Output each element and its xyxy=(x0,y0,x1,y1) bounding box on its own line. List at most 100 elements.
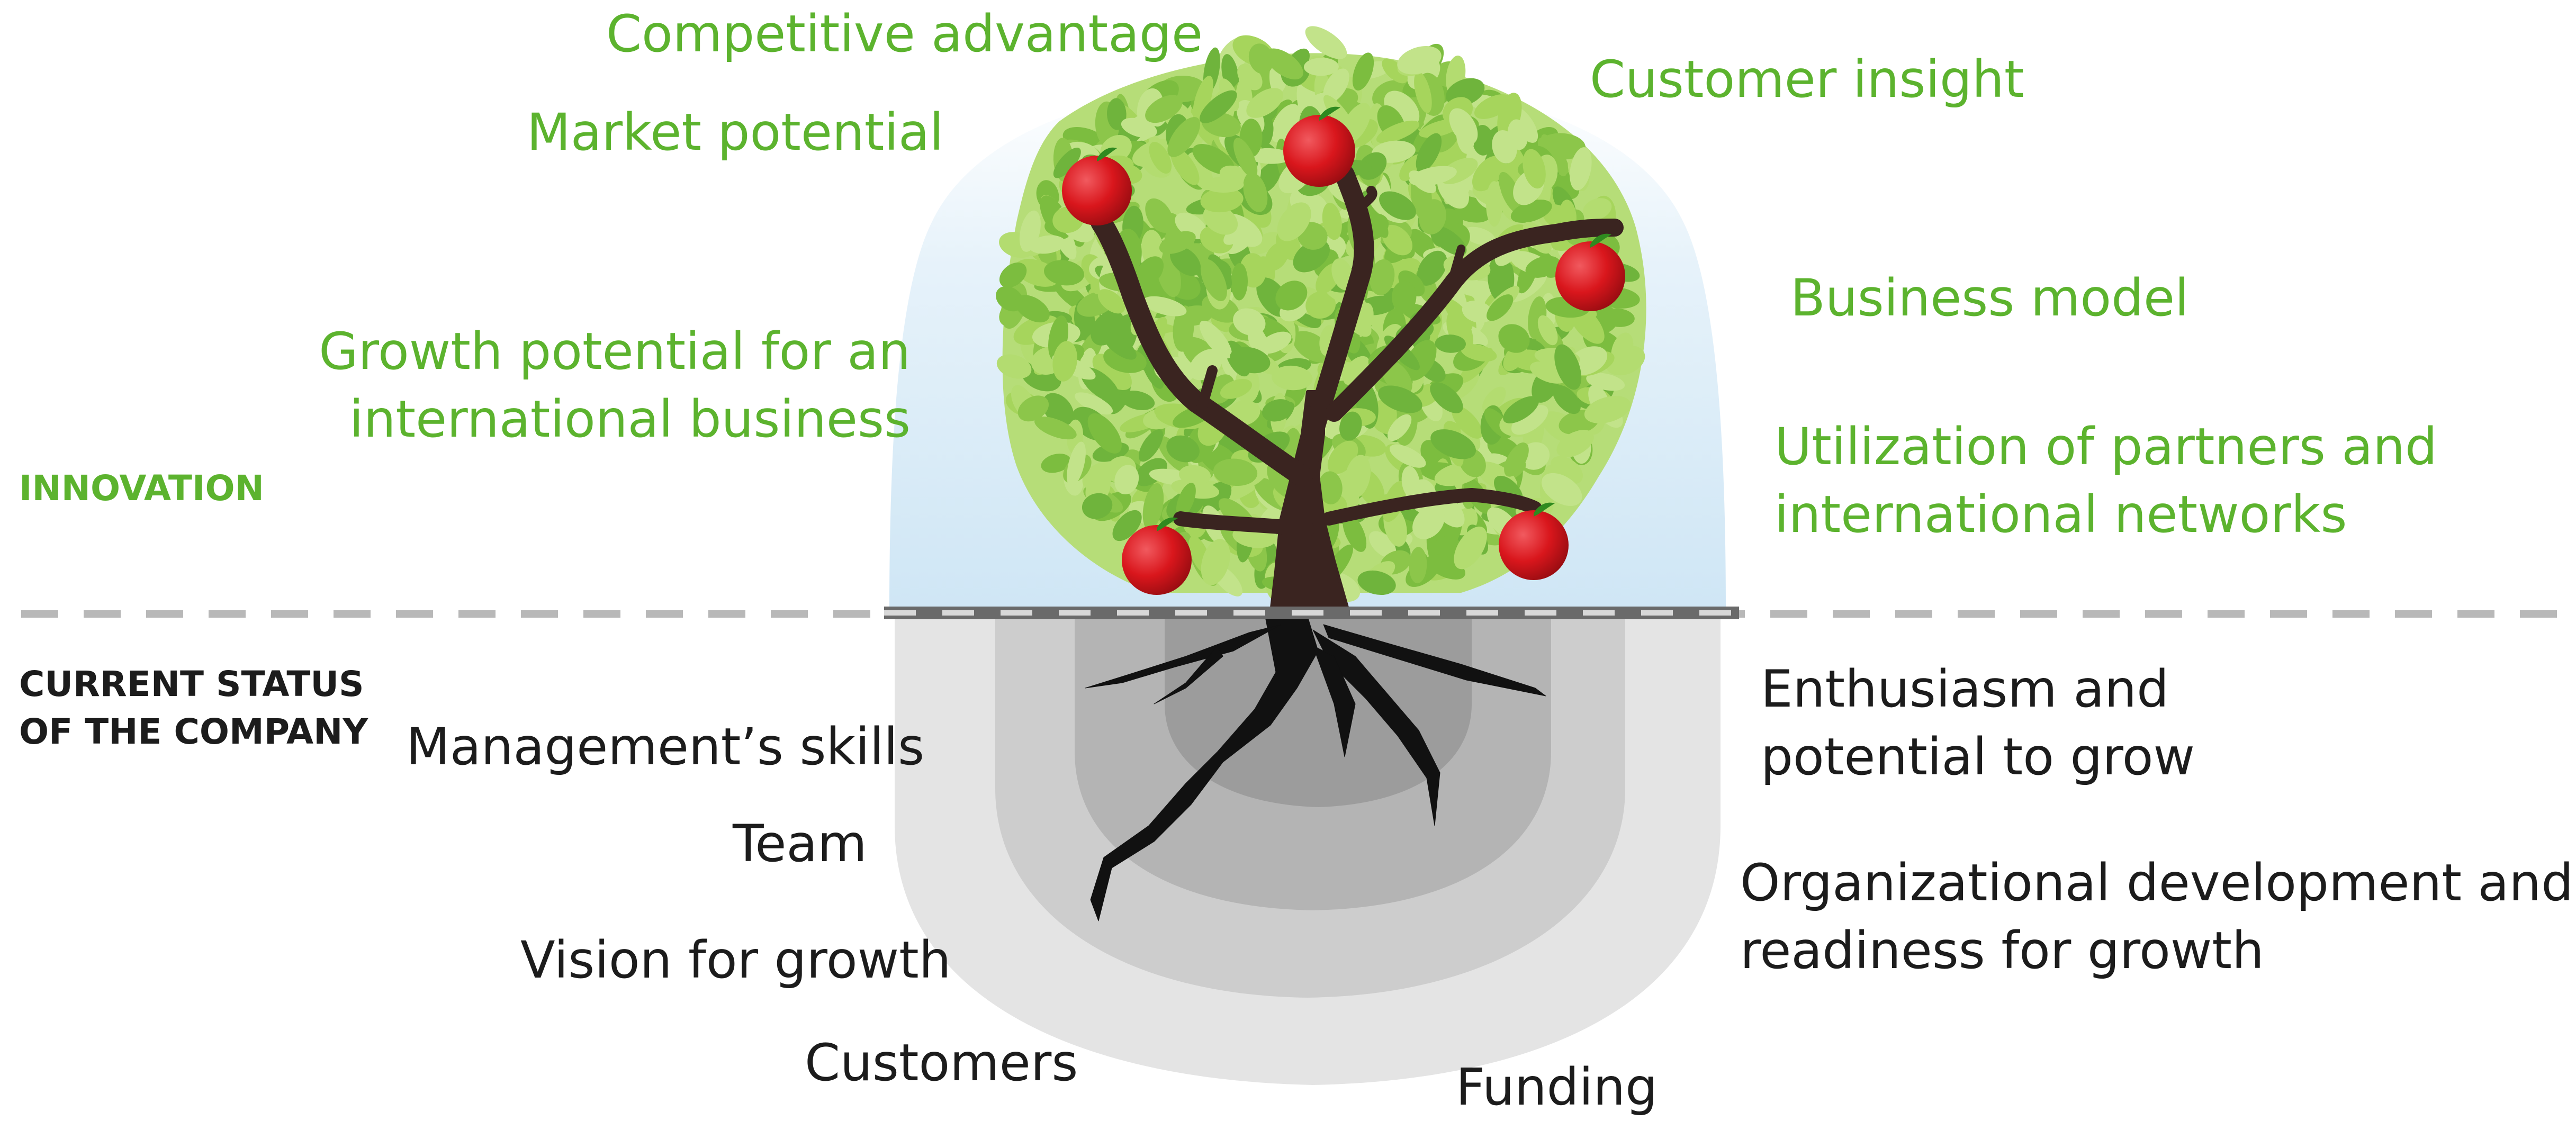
section-current-status-line-1: CURRENT STATUS xyxy=(19,664,364,704)
leaf xyxy=(1138,429,1164,462)
leaf xyxy=(1417,250,1447,286)
leaf xyxy=(1015,295,1050,323)
leaf xyxy=(1201,539,1230,585)
leaf xyxy=(1305,26,1347,59)
label-management-skills: Management’s skills xyxy=(406,717,925,776)
leaf xyxy=(1449,108,1478,144)
leaf xyxy=(1570,147,1592,191)
leaf xyxy=(1017,395,1049,422)
leaf xyxy=(1414,71,1432,113)
apple-4 xyxy=(1122,517,1192,595)
leaf xyxy=(1271,104,1301,143)
leaf xyxy=(1303,58,1339,76)
leaf xyxy=(996,354,1032,379)
leaf xyxy=(1357,570,1396,595)
leaf xyxy=(1176,483,1196,518)
leaf xyxy=(1112,510,1142,541)
leaf xyxy=(1556,430,1594,458)
apple-3 xyxy=(1555,233,1625,311)
leaf xyxy=(1053,147,1081,178)
leaf xyxy=(1554,344,1582,390)
section-current-status-line-2: OF THE COMPANY xyxy=(19,711,368,752)
leaf xyxy=(1370,259,1395,295)
label-competitive-advantage: Competitive advantage xyxy=(606,4,1203,64)
leaf xyxy=(1368,531,1397,558)
leaf-cluster xyxy=(996,26,1645,604)
leaf xyxy=(1145,198,1174,233)
leaf xyxy=(1606,346,1645,376)
leaf xyxy=(1247,148,1292,164)
section-current-status: CURRENT STATUS OF THE COMPANY xyxy=(19,661,368,756)
leaf xyxy=(1430,429,1476,459)
leaf xyxy=(1541,473,1582,506)
label-growth-potential: Growth potential for an international bu… xyxy=(319,318,911,453)
leaf xyxy=(1487,294,1514,321)
leaf xyxy=(1250,232,1281,255)
leaf xyxy=(1345,455,1371,499)
leaf xyxy=(1034,417,1077,440)
leaf xyxy=(1044,260,1084,286)
leaf xyxy=(1200,187,1244,213)
leaf xyxy=(1435,335,1466,353)
leaf xyxy=(1052,341,1078,382)
leaf xyxy=(1262,399,1293,422)
leaf xyxy=(1409,170,1436,193)
leaf xyxy=(1230,347,1271,374)
leaf xyxy=(1213,458,1258,486)
leaf xyxy=(1523,149,1546,189)
leaf xyxy=(1199,90,1237,123)
leaf xyxy=(1170,148,1200,185)
leaf xyxy=(1323,68,1349,103)
label-organizational-line-2: readiness for growth xyxy=(1740,921,2264,980)
leaf xyxy=(1121,117,1157,138)
leaf xyxy=(1114,465,1139,495)
apples xyxy=(1062,106,1625,595)
leaf xyxy=(1220,379,1253,399)
leaf xyxy=(1382,224,1413,256)
ground-layer-4 xyxy=(1165,614,1472,807)
leaf xyxy=(1142,483,1164,530)
leaf xyxy=(1510,200,1552,223)
leaf xyxy=(1492,130,1517,164)
leaf xyxy=(1293,240,1330,273)
leaf xyxy=(1430,382,1463,413)
label-vision: Vision for growth xyxy=(520,930,951,990)
leaf xyxy=(1231,263,1248,301)
leaf xyxy=(1243,172,1268,212)
label-growth-potential-line-2: international business xyxy=(349,390,911,449)
leaf xyxy=(1499,171,1523,213)
leaf xyxy=(1582,198,1612,220)
leaf xyxy=(1103,332,1137,360)
leaf xyxy=(1389,444,1426,468)
label-partners-networks-line-1: Utilization of partners and xyxy=(1775,417,2437,476)
label-customer-insight: Customer insight xyxy=(1590,50,2024,109)
label-customers: Customers xyxy=(805,1033,1078,1092)
apple-1 xyxy=(1062,147,1132,225)
leaf xyxy=(1387,414,1412,441)
leaf xyxy=(1376,120,1420,143)
apple-5 xyxy=(1499,502,1569,580)
leaf xyxy=(1178,465,1211,485)
leaf xyxy=(1416,133,1442,172)
leaf xyxy=(1498,324,1530,353)
leaf xyxy=(1584,396,1631,423)
leaf xyxy=(1474,94,1512,119)
leaf xyxy=(1511,405,1548,435)
leaf xyxy=(1322,203,1342,240)
leaf xyxy=(1409,547,1427,584)
leaf xyxy=(1305,291,1336,319)
leaf xyxy=(1318,471,1343,504)
leaf xyxy=(1203,177,1244,193)
leaf xyxy=(1223,223,1249,245)
leaf xyxy=(1412,506,1445,539)
leaf xyxy=(1199,320,1232,359)
label-market-potential: Market potential xyxy=(527,103,944,162)
leaf xyxy=(1482,386,1506,413)
leaf xyxy=(1265,48,1303,80)
apple-2 xyxy=(1283,106,1355,187)
leaf xyxy=(1145,95,1183,123)
leaf xyxy=(1170,246,1201,276)
leaf xyxy=(1454,526,1487,569)
label-partners-networks-line-2: international networks xyxy=(1775,485,2347,544)
